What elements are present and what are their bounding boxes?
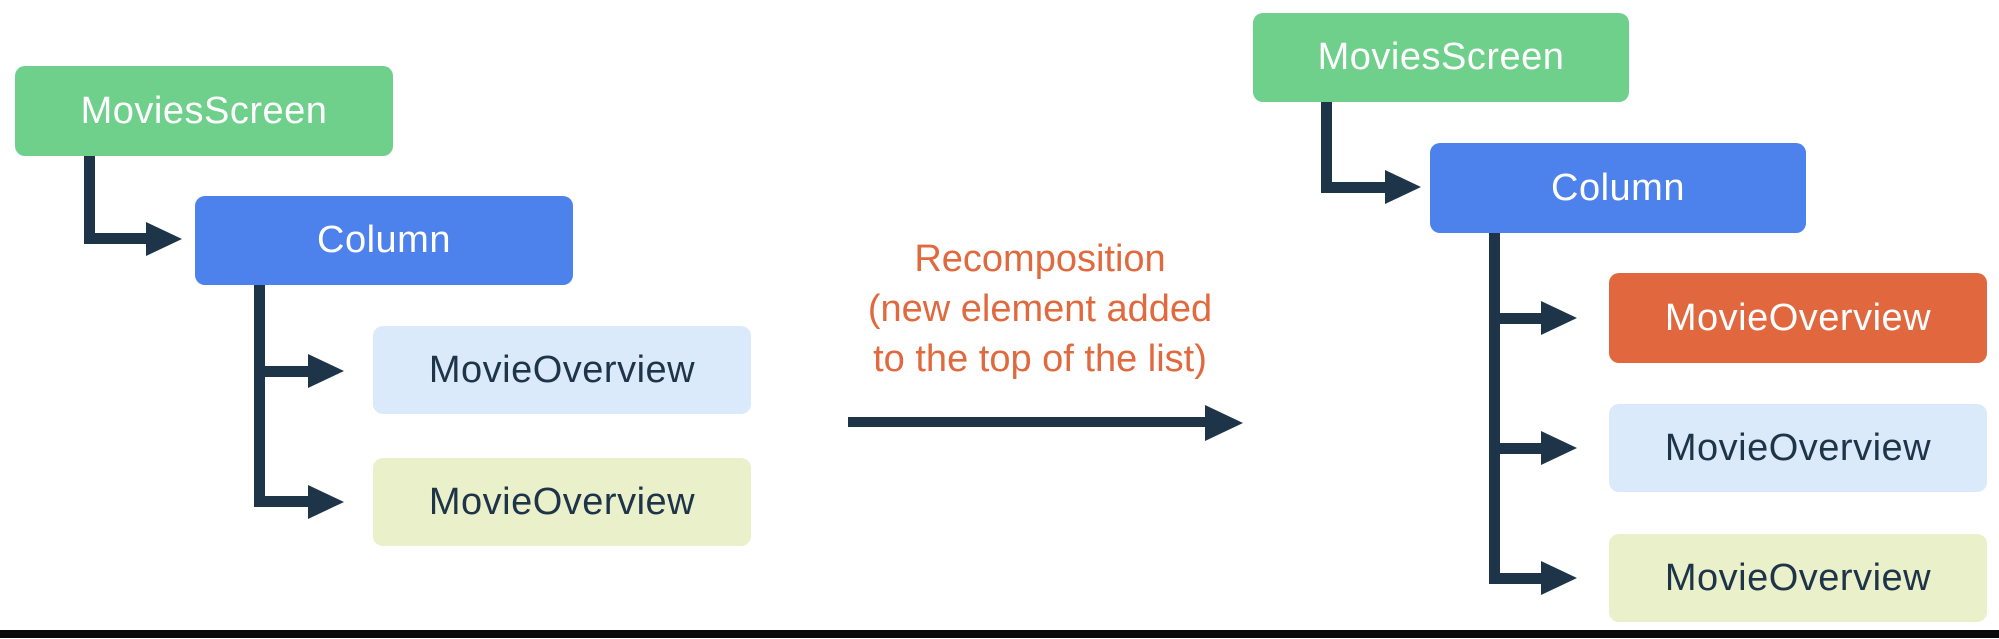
- right-root-node: MoviesScreen: [1253, 13, 1629, 102]
- arrowhead-icon: [1541, 431, 1577, 465]
- left-column-connector-vertical: [254, 285, 265, 507]
- arrowhead-icon: [308, 485, 344, 519]
- left-child-node-1: MovieOverview: [373, 326, 751, 414]
- right-root-connector-horizontal: [1321, 182, 1385, 193]
- left-root-connector-vertical: [84, 156, 95, 244]
- right-branch-3-line: [1489, 573, 1541, 584]
- right-column-connector-vertical: [1489, 233, 1500, 584]
- left-branch-1-line: [254, 366, 308, 377]
- right-child-node-1-new: MovieOverview: [1609, 273, 1987, 363]
- right-column-node: Column: [1430, 143, 1806, 233]
- arrowhead-icon: [1385, 170, 1421, 204]
- arrowhead-icon: [1541, 561, 1577, 595]
- right-branch-1-line: [1489, 313, 1541, 324]
- left-child-node-2: MovieOverview: [373, 458, 751, 546]
- caption-line-3: to the top of the list): [873, 338, 1207, 380]
- recomposition-caption: Recomposition (new element added to the …: [830, 234, 1250, 384]
- recomposition-arrow-shaft: [848, 417, 1205, 427]
- right-child-node-3: MovieOverview: [1609, 534, 1987, 622]
- left-column-node: Column: [195, 196, 573, 285]
- right-child-node-2: MovieOverview: [1609, 404, 1987, 492]
- left-branch-2-line: [254, 496, 308, 507]
- caption-line-1: Recomposition: [914, 238, 1166, 280]
- right-branch-2-line: [1489, 443, 1541, 454]
- left-root-node: MoviesScreen: [15, 66, 393, 156]
- recomposition-arrowhead-icon: [1205, 405, 1243, 441]
- bottom-divider: [0, 630, 1999, 638]
- right-root-connector-vertical: [1321, 102, 1332, 193]
- caption-line-2: (new element added: [867, 288, 1213, 330]
- arrowhead-icon: [1541, 301, 1577, 335]
- left-root-connector-horizontal: [84, 233, 146, 244]
- arrowhead-icon: [146, 222, 182, 256]
- arrowhead-icon: [308, 354, 344, 388]
